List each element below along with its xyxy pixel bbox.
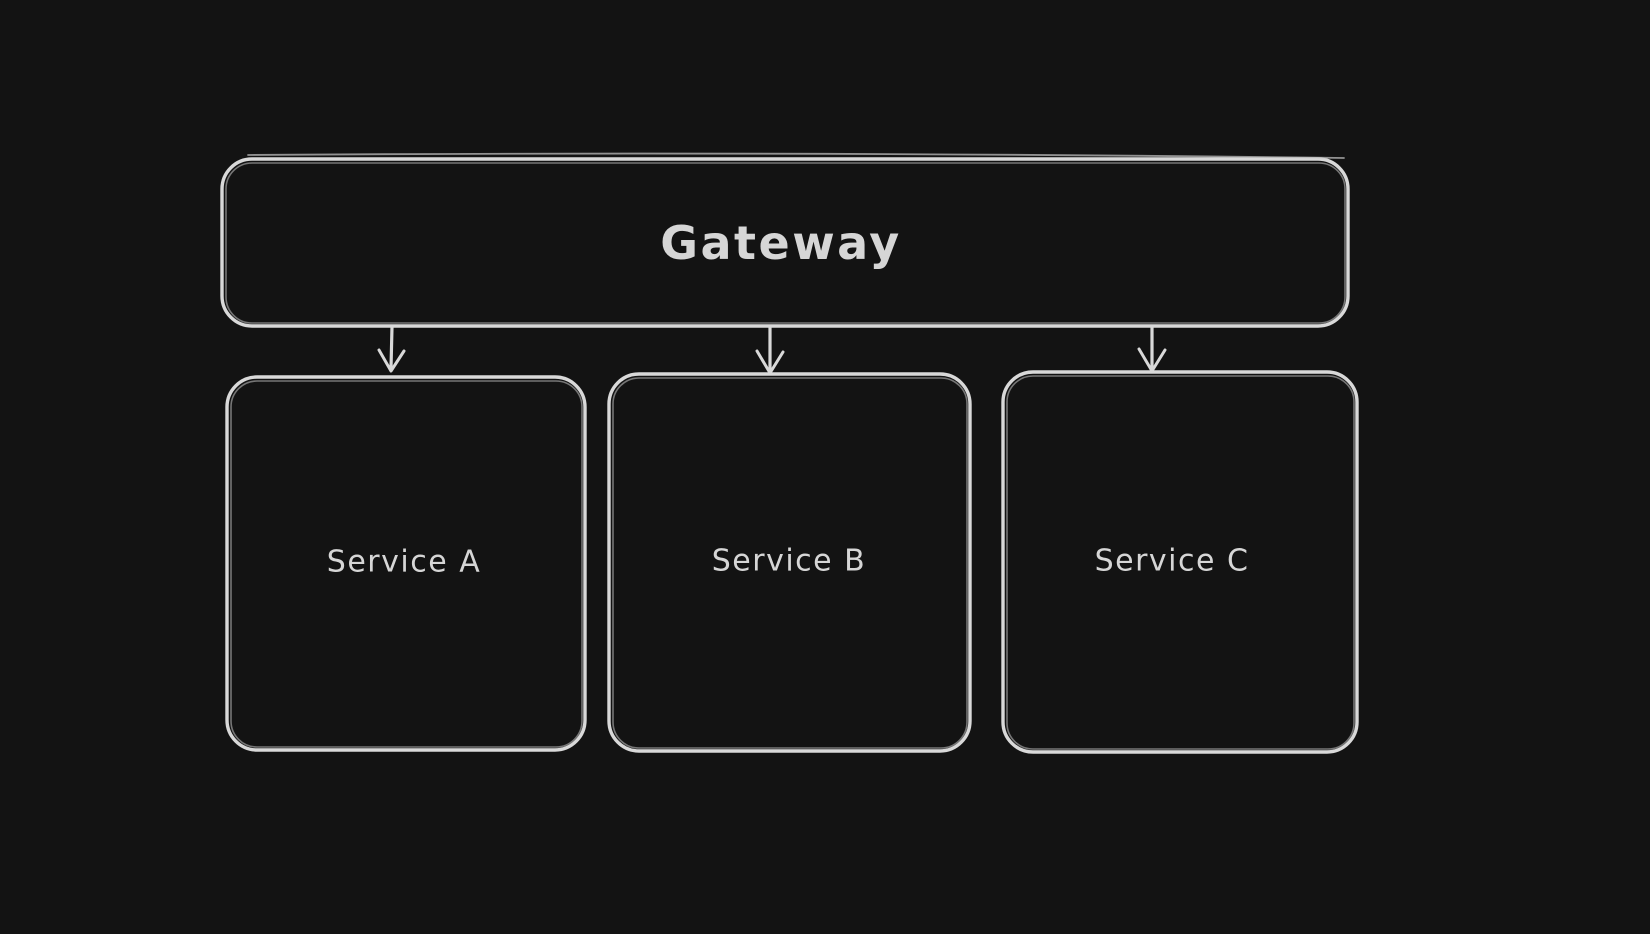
edge-gateway-to-service-c[interactable]: [1137, 325, 1167, 373]
service-b-box: [607, 372, 972, 753]
service-a-box-sketch: [230, 380, 583, 748]
service-c-label: Service C: [1095, 544, 1250, 579]
gateway-label: Gateway: [660, 216, 902, 270]
gateway-box-sketch: [225, 162, 1346, 324]
edge-line: [389, 325, 394, 370]
node-service-b[interactable]: Service B: [607, 372, 972, 753]
node-service-a[interactable]: Service A: [225, 375, 587, 752]
node-gateway[interactable]: Gateway: [220, 152, 1350, 328]
edge-gateway-to-service-a[interactable]: [377, 325, 406, 373]
service-a-label: Service A: [327, 545, 481, 580]
node-service-c[interactable]: Service C: [1001, 370, 1359, 754]
service-c-box-sketch: [1006, 375, 1355, 750]
service-a-box: [225, 375, 587, 752]
gateway-top-sketch-line: [247, 152, 1345, 159]
arrow-head: [377, 348, 406, 373]
service-b-label: Service B: [712, 544, 867, 579]
service-c-box: [1001, 370, 1359, 754]
gateway-box: [220, 157, 1350, 328]
edge-gateway-to-service-b[interactable]: [755, 325, 785, 375]
service-b-box-sketch: [612, 377, 968, 749]
